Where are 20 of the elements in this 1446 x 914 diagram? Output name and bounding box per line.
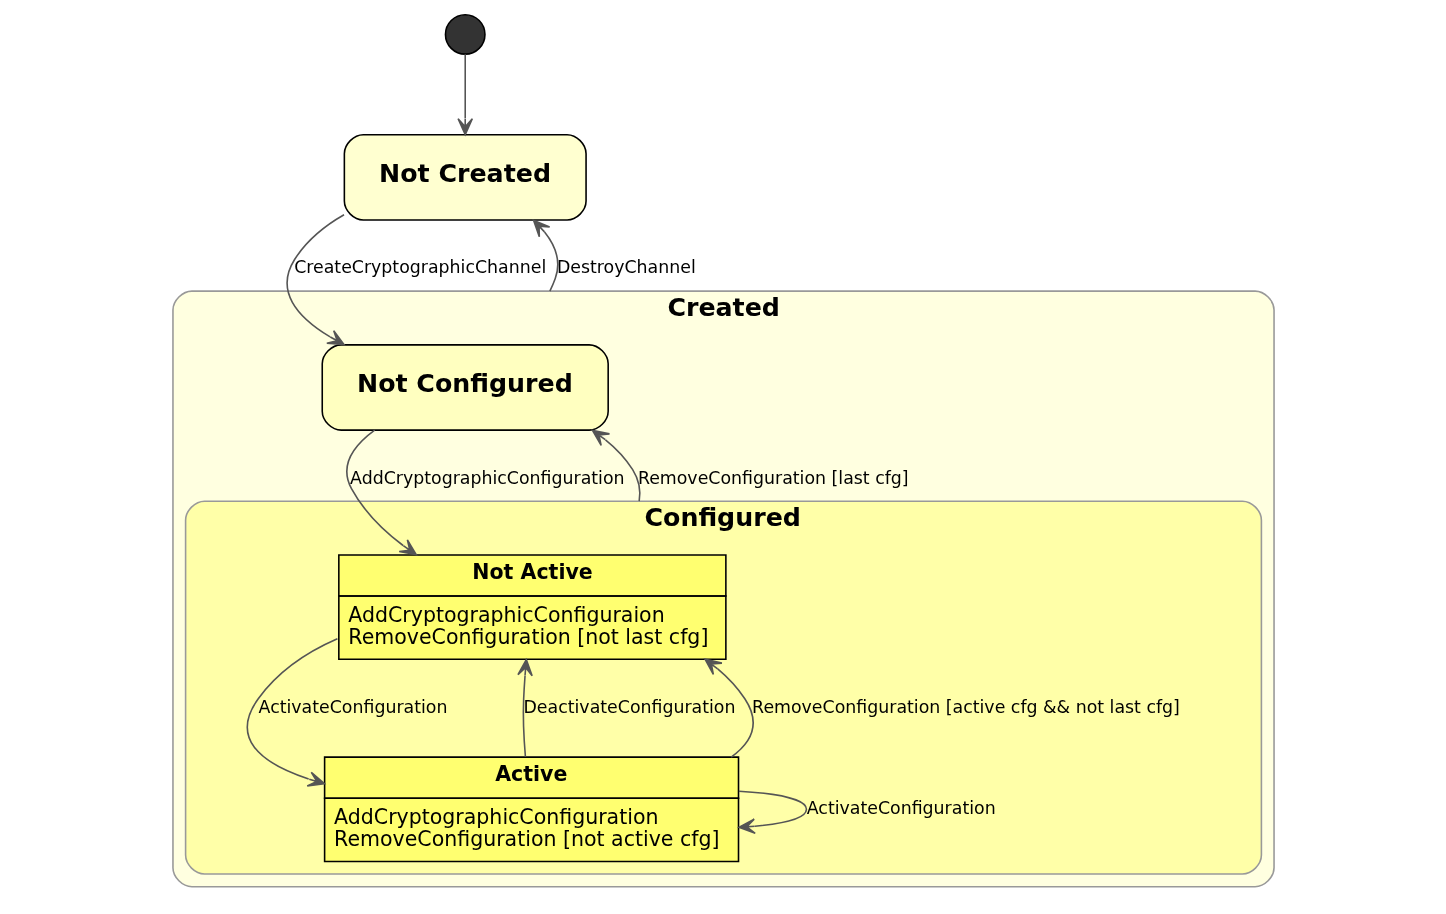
node-box: Not Created xyxy=(343,133,587,221)
arrow xyxy=(246,638,338,787)
edge-label: DestroyChannel xyxy=(556,257,696,278)
edge-label: AddCryptographicConfiguration xyxy=(349,467,625,488)
edge-label: ActivateConfiguration xyxy=(258,696,447,717)
arrow xyxy=(737,790,807,835)
edge-label: CreateCryptographicChannel xyxy=(293,257,546,278)
node-box: Not Configured xyxy=(320,344,609,431)
arrow xyxy=(285,214,345,346)
arrow xyxy=(345,429,417,556)
edge-label: RemoveConfiguration [active cfg && not last cfg] xyxy=(751,696,1180,717)
edge-label: DeactivateConfiguration xyxy=(523,696,735,717)
edge-label: ActivateConfiguration xyxy=(806,797,996,818)
edge-label: RemoveConfiguration [last cfg] xyxy=(637,467,909,488)
node-circle xyxy=(444,13,486,55)
arrow xyxy=(516,658,533,758)
arrow xyxy=(456,53,473,136)
arrow xyxy=(532,219,559,292)
arrow xyxy=(703,658,754,758)
arrow xyxy=(591,429,641,503)
